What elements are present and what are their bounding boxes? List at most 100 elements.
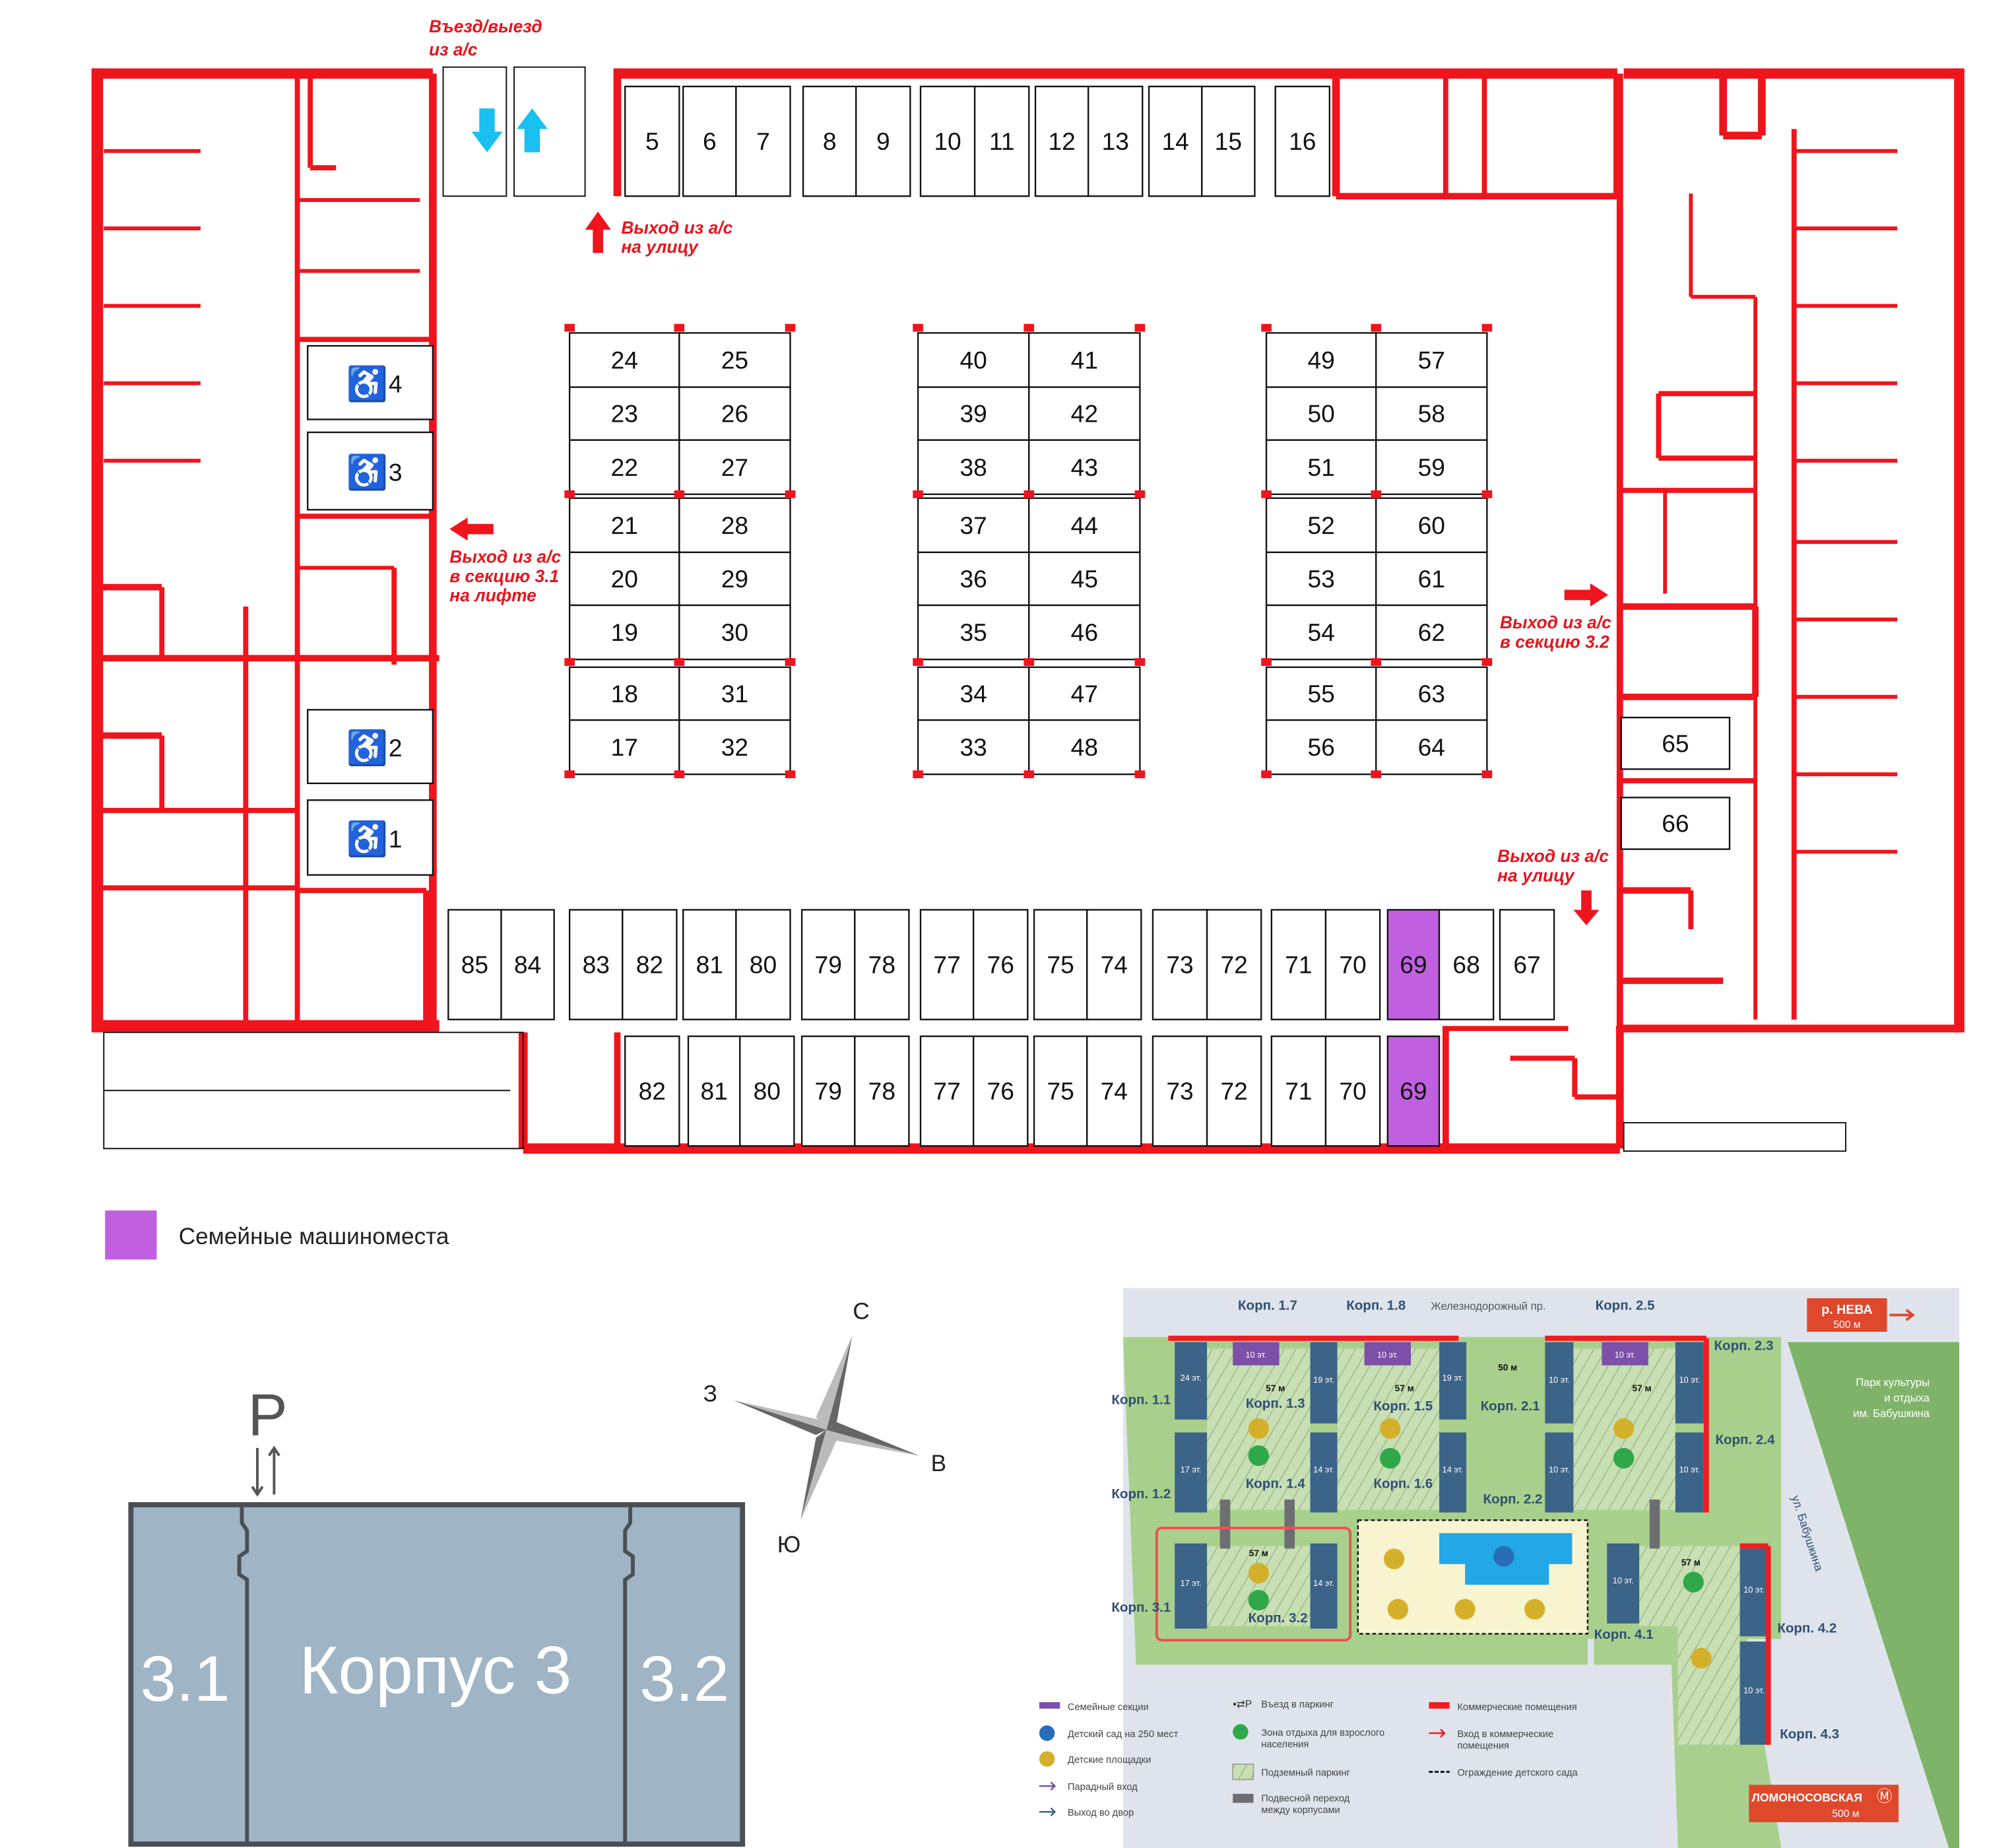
building [1675,1432,1704,1513]
legend-item-label: между корпусами [1261,1805,1340,1816]
parking-spot-number: 75 [1047,1077,1074,1105]
column-marker [785,770,796,779]
building [1545,1342,1574,1424]
accessible-parking-spot [307,345,434,420]
parking-spot [500,909,555,1020]
parking-spot-number: 18 [611,680,638,708]
parking-spot [1386,909,1441,1020]
column-marker [674,658,685,666]
parking-spot-number: 68 [1452,951,1479,979]
parking-spot-number: 72 [1220,951,1247,979]
column-marker [1371,490,1382,498]
section-3-1-label: 3.1 [141,1643,230,1715]
parking-spot [802,85,857,197]
parking-spot-number: 82 [636,951,663,979]
playground-icon [1524,1599,1545,1620]
column-marker [674,770,685,779]
parking-spot [1375,439,1488,496]
column-marker [1481,323,1493,332]
building [1175,1342,1208,1420]
column-marker [1023,323,1035,332]
parking-spot [568,332,680,388]
column-marker [1481,490,1493,498]
building [1675,1342,1704,1424]
annotation-exit-street-top: Выход из а/с [621,218,732,238]
column-marker [913,323,923,332]
annotation-exit-street-right: на улицу [1497,865,1575,885]
parking-spot [687,1035,741,1147]
parking-spot [678,551,791,607]
family-section-floors: 10 эт. [1615,1350,1636,1360]
column-marker [1261,658,1272,666]
parking-spot [1028,604,1141,661]
parking-spot [1324,1035,1381,1147]
column-marker [674,490,685,498]
parking-spot [1499,909,1555,1020]
parking-spot [568,719,680,776]
parking-spot-number: 78 [868,951,895,979]
parking-spot [678,666,791,721]
parking-spot-number: 17 [611,733,638,761]
building [1739,1641,1769,1745]
parking-spot [1028,551,1141,607]
parking-spot-number: 71 [1285,951,1312,979]
annotation-exit-section-32: Выход из а/с [1500,612,1611,632]
bench-icon [1233,1724,1249,1740]
family-section-floors: 10 эт. [1377,1350,1398,1360]
compass-rose-icon: С З В Ю [703,1298,946,1558]
purple-rect-icon [1039,1702,1060,1709]
ramp-lane [442,66,507,197]
korpus-3-highlight [1155,1527,1352,1642]
building-floors: 14 эт. [1313,1465,1334,1474]
parking-spot [1270,909,1327,1020]
parking-spot [917,332,1030,388]
parking-spot-number: 78 [868,1077,895,1105]
parking-spot-number: 81 [696,951,723,979]
parking-spot-number: 22 [611,453,638,481]
playground-icon [1387,1599,1409,1620]
parking-spot-number: 81 [700,1077,727,1105]
parking-spot-number: 23 [611,400,638,428]
parking-spot-number: 40 [960,346,987,374]
parking-spot-number: 8 [823,127,837,155]
distance-label: 50 м [1498,1363,1517,1373]
parking-spot [678,386,791,441]
park-label-3: им. Бабушкина [1853,1407,1930,1420]
parking-spot-number: 12 [1048,127,1075,155]
compass-south: Ю [777,1532,801,1558]
parking-spot-number: 75 [1047,951,1074,979]
red-arrow-icon [1429,1729,1446,1738]
family-section [1233,1342,1280,1366]
parking-spot-number: 69 [1400,1077,1427,1105]
parking-spot-number: 16 [1289,127,1316,155]
parking-spot-number: 74 [1101,1077,1128,1105]
column-marker [674,323,685,332]
accessible-spot-number: 4 [389,370,403,398]
parking-spot [1206,909,1262,1020]
parking-spot-number: 14 [1162,127,1189,155]
family-spot-legend-label: Семейные машиноместа [179,1224,449,1249]
park-area [1787,1342,1960,1848]
building-label: Корп. 2.1 [1481,1399,1540,1414]
playground-icon [1691,1647,1712,1669]
parking-spot [1033,909,1088,1020]
parking-spot [1028,439,1141,496]
parking-spot-number: 77 [933,951,960,979]
parking-spot [1028,719,1141,776]
column-marker [1481,770,1493,779]
exit-arrow-up-icon [585,211,611,253]
building-floors: 10 эт. [1679,1375,1700,1385]
column-marker [1134,323,1146,332]
parking-spot [855,85,911,197]
annotation-exit-street-right: Выход из а/с [1497,846,1609,866]
parking-spot [622,909,678,1020]
parking-spot-number: 85 [461,951,488,979]
playground-icon [1454,1599,1476,1620]
parking-spot [568,551,680,607]
parking-spot [1265,439,1377,496]
parking-spot [917,719,1030,776]
parking-in-out-arrows-icon [251,1445,280,1497]
parking-spot [1033,1035,1088,1147]
parking-spot [1028,332,1141,388]
parking-spot [1265,497,1377,554]
